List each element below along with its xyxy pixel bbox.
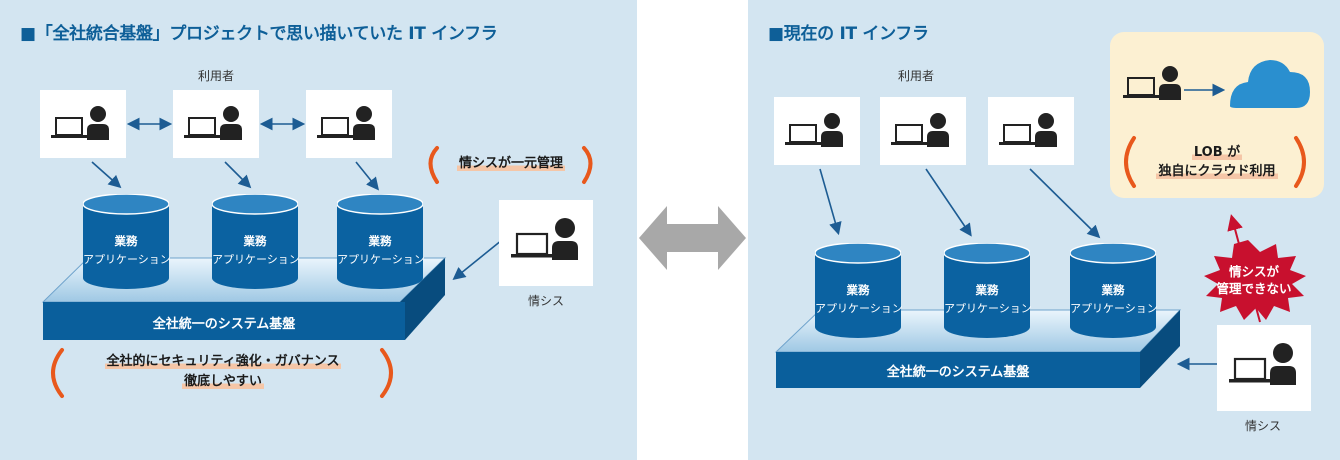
alert-burst-text: 情シスが 管理できない — [1206, 263, 1302, 297]
user-with-laptop-icon — [891, 113, 949, 147]
it-staff-label: 情シス — [528, 294, 565, 308]
lob-cloud-callout: LOB が 独自にクラウド利用 — [1140, 143, 1294, 181]
app-label-line2: アプリケーション — [83, 253, 171, 266]
governance-callout: 全社的にセキュリティ強化・ガバナンス 徹底しやすい — [70, 352, 376, 392]
app-label-line2: アプリケーション — [1070, 302, 1158, 315]
business-app-cylinder: 業務 アプリケーション — [212, 194, 300, 290]
burst-text-line2: 管理できない — [1216, 281, 1292, 296]
callout-bracket-right — [1294, 136, 1306, 188]
callout-text-line1: 全社的にセキュリティ強化・ガバナンス — [104, 354, 342, 369]
user-with-laptop-icon — [51, 106, 109, 140]
user-with-laptop-icon — [1229, 343, 1296, 385]
business-app-cylinder: 業務 アプリケーション — [815, 243, 903, 339]
user-card — [880, 97, 966, 165]
app-label-line2: アプリケーション — [815, 302, 903, 315]
platform-label: 全社統一のシステム基盤 — [886, 365, 1030, 380]
user-with-laptop-icon — [317, 106, 375, 140]
callout-text-line2: 徹底しやすい — [182, 374, 264, 389]
app-label-line1: 業務 — [975, 283, 999, 297]
alert-burst — [1204, 240, 1306, 320]
platform-front — [43, 302, 405, 340]
callout-text: 情シスが一元管理 — [456, 156, 565, 171]
business-app-cylinder: 業務 アプリケーション — [337, 194, 425, 290]
ideal-infra-connectors — [41, 117, 593, 398]
user-card — [988, 97, 1074, 165]
central-management-callout: 情シスが一元管理 — [441, 154, 581, 174]
business-app-cylinder: 業務 アプリケーション — [83, 194, 171, 290]
callout-bracket-right — [380, 348, 393, 398]
management-arrow — [452, 239, 503, 281]
app-label-line2: アプリケーション — [212, 253, 300, 266]
it-staff-label: 情シス — [1245, 419, 1282, 433]
user-card — [40, 90, 126, 158]
user-card — [774, 97, 860, 165]
lob-text-line2: 独自にクラウド利用 — [1156, 164, 1278, 179]
ideal-infra-title: ■「全社統合基盤」プロジェクトで思い描いていた IT インフラ — [20, 24, 498, 44]
users-label: 利用者 — [198, 69, 235, 83]
user-card — [173, 90, 259, 158]
platform-side — [400, 258, 445, 340]
user-with-laptop-icon — [1123, 66, 1181, 100]
app-label-line1: 業務 — [846, 283, 870, 297]
user-card — [306, 90, 392, 158]
access-arrow — [819, 168, 842, 236]
callout-bracket-left — [51, 348, 64, 398]
app-label-line1: 業務 — [243, 234, 267, 248]
it-staff-card — [1217, 325, 1311, 411]
access-arrow — [224, 161, 252, 189]
cloud-icon — [1230, 60, 1310, 108]
bidirectional-arrow-icon — [639, 206, 746, 270]
user-with-laptop-icon — [184, 106, 242, 140]
lob-text-line1: LOB が — [1191, 145, 1243, 160]
access-arrow — [91, 161, 122, 189]
user-with-laptop-icon — [511, 218, 578, 260]
app-label-line2: アプリケーション — [944, 302, 1032, 315]
access-arrow — [925, 168, 972, 237]
it-staff-card — [499, 200, 593, 286]
callout-bracket-right — [582, 146, 593, 184]
users-label: 利用者 — [898, 69, 935, 83]
burst-text-line1: 情シスが — [1228, 264, 1279, 279]
user-with-laptop-icon — [999, 113, 1057, 147]
current-infra-title: ■現在の IT インフラ — [768, 24, 929, 44]
platform-label: 全社統一のシステム基盤 — [152, 317, 296, 332]
app-label-line2: アプリケーション — [337, 253, 425, 266]
callout-bracket-left — [428, 146, 439, 184]
platform-front — [776, 352, 1140, 388]
callout-bracket-left — [1124, 136, 1136, 188]
access-arrow — [355, 161, 380, 191]
business-app-cylinder: 業務 アプリケーション — [944, 243, 1032, 339]
user-with-laptop-icon — [785, 113, 843, 147]
platform-side — [1140, 310, 1180, 388]
access-arrow — [1029, 168, 1101, 239]
app-label-line1: 業務 — [114, 234, 138, 248]
app-label-line1: 業務 — [1101, 283, 1125, 297]
business-app-cylinder: 業務 アプリケーション — [1070, 243, 1158, 339]
app-label-line1: 業務 — [368, 234, 392, 248]
